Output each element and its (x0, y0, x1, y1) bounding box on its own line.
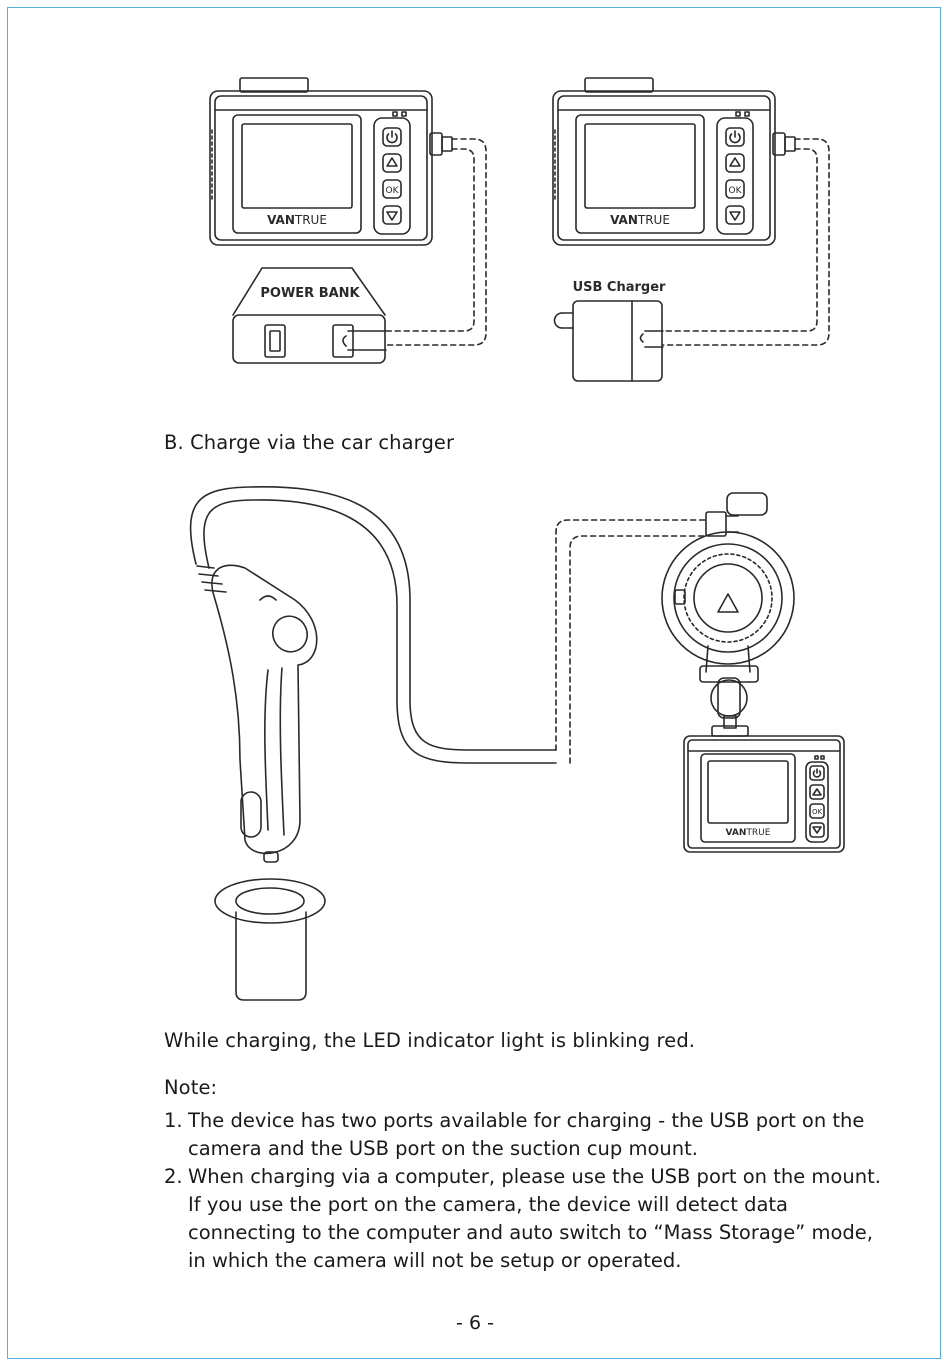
dash-camera-2: VANTRUE OK (552, 77, 796, 246)
down-icon (809, 822, 825, 838)
car-charger (189, 486, 707, 863)
dash-camera-1: VANTRUE OK (209, 77, 453, 246)
up-icon (382, 153, 402, 173)
brand-light: TRUE (637, 213, 670, 227)
usb-charger: USB Charger (553, 280, 666, 382)
brand-light: TRUE (745, 828, 770, 838)
svg-text:USB Charger: USB Charger (573, 280, 666, 295)
down-icon (725, 205, 745, 225)
power-bank: POWER BANK (232, 267, 387, 364)
svg-text:VANTRUE: VANTRUE (267, 213, 327, 227)
svg-text:POWER BANK: POWER BANK (260, 286, 360, 301)
ok-icon: OK (382, 179, 402, 199)
note-text: When charging via a computer, please use… (188, 1165, 881, 1272)
ok-icon: OK (809, 803, 825, 819)
ok-icon: OK (725, 179, 745, 199)
dash-camera-3: VANTRUE OK (683, 735, 845, 853)
brand-bold: VAN (267, 213, 295, 227)
brand-bold: VAN (610, 213, 638, 227)
note-text: The device has two ports available for c… (188, 1109, 865, 1160)
page-number: - 6 - (456, 1312, 494, 1334)
power-icon (725, 127, 745, 147)
note-item: 2. When charging via a computer, please … (164, 1163, 884, 1275)
svg-text:OK: OK (729, 186, 743, 196)
power-icon (382, 127, 402, 147)
page-frame (7, 7, 941, 1359)
note-item: 1. The device has two ports available fo… (164, 1107, 884, 1163)
svg-text:VANTRUE: VANTRUE (726, 828, 771, 838)
up-icon (809, 784, 825, 800)
section-b-heading: B. Charge via the car charger (164, 431, 455, 454)
svg-text:OK: OK (386, 186, 400, 196)
svg-text:OK: OK (812, 808, 823, 816)
car-socket (214, 878, 326, 1001)
brand-bold: VAN (726, 828, 747, 838)
note-label: Note: (164, 1076, 218, 1099)
up-icon (725, 153, 745, 173)
suction-mount (661, 492, 795, 737)
brand-light: TRUE (294, 213, 327, 227)
down-icon (382, 205, 402, 225)
note-number: 1. (164, 1109, 183, 1132)
note-number: 2. (164, 1165, 183, 1188)
power-icon (809, 765, 825, 781)
svg-text:VANTRUE: VANTRUE (610, 213, 670, 227)
charging-indicator-text: While charging, the LED indicator light … (164, 1029, 696, 1052)
